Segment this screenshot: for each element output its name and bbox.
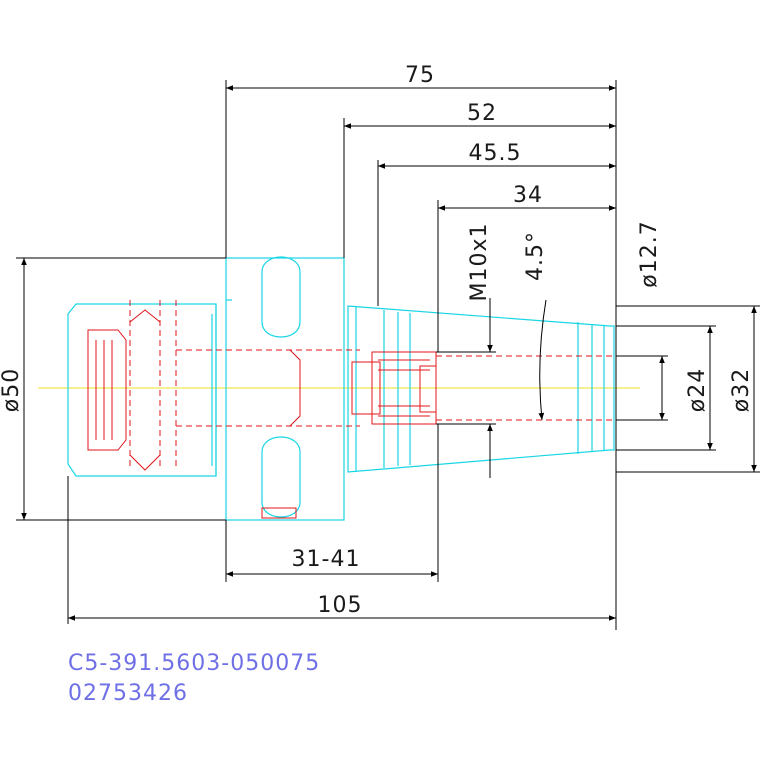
- dim-75-label: 75: [405, 63, 435, 88]
- dim-dia24-label: ø24: [685, 368, 710, 412]
- dim-45-5-label: 45.5: [469, 141, 522, 166]
- dim-34-label: 34: [513, 183, 543, 208]
- dim-dia32-label: ø32: [729, 368, 754, 412]
- dim-thread-label: M10x1: [467, 223, 492, 302]
- dim-angle-label: 4.5°: [523, 231, 548, 281]
- hidden-lines: [87, 300, 612, 519]
- dim-31-41-label: 31-41: [292, 547, 361, 572]
- dim-105-label: 105: [318, 593, 363, 618]
- article-number: 02753426: [68, 681, 188, 706]
- dimension-lines: [16, 80, 760, 630]
- part-outline: [67, 256, 615, 521]
- dim-dia12-7-label: ø12.7: [637, 220, 662, 287]
- part-number: C5-391.5603-050075: [68, 651, 320, 676]
- dim-dia50-label: ø50: [0, 368, 24, 412]
- dim-52-label: 52: [467, 101, 497, 126]
